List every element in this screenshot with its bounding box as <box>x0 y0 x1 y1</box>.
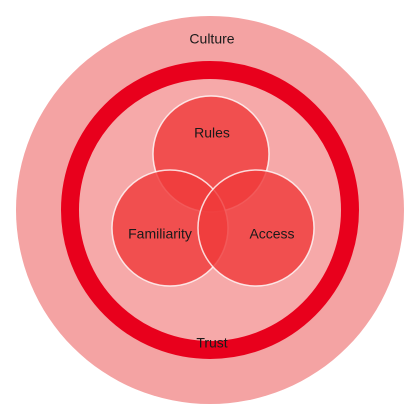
venn-group <box>111 95 315 287</box>
access-label: Access <box>249 226 294 242</box>
rules-label: Rules <box>194 125 230 141</box>
culture-label: Culture <box>189 31 234 47</box>
familiarity-label: Familiarity <box>128 226 192 242</box>
access-circle <box>197 169 315 287</box>
trust-label: Trust <box>196 335 227 351</box>
